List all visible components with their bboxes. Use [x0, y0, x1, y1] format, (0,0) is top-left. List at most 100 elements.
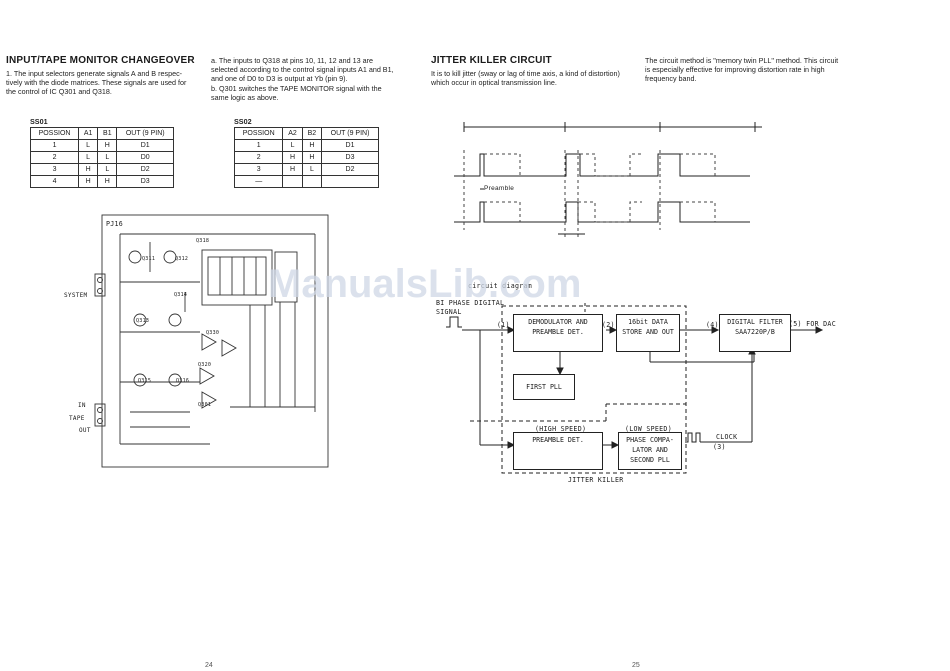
jitter-killer-label: JITTER KILLER — [568, 476, 624, 484]
node-label: (1) — [497, 321, 510, 329]
output-label: (5) FOR DAC — [789, 320, 836, 328]
header-cell: POSSION — [233, 127, 284, 140]
part-label: Q330 — [206, 330, 220, 336]
header-cell: B1 — [97, 127, 118, 140]
table-row: 2 L L D0 — [29, 151, 174, 164]
node-label: (2) — [602, 321, 615, 329]
cell: L — [78, 151, 99, 164]
part-label: Q311 — [142, 256, 156, 262]
node-label: (4) — [706, 321, 719, 329]
section-title-jitter: JITTER KILLER CIRCUIT — [431, 55, 552, 66]
schematic-border — [101, 214, 329, 468]
header-cell: OUT (9 PIN) — [116, 127, 174, 140]
node-label: (3) — [713, 443, 726, 451]
cell: 2 — [233, 151, 284, 164]
part-label: Q312 — [175, 256, 189, 262]
out-label: OUT — [79, 427, 91, 434]
header-cell: OUT (9 PIN) — [321, 127, 379, 140]
cell — [282, 175, 303, 188]
table-header-row: POSSION A1 B1 OUT (9 PIN) — [29, 127, 174, 140]
paragraph-item-a: a. The inputs to Q318 at pins 10, 11, 12… — [211, 56, 394, 83]
part-label: Q315 — [138, 378, 152, 384]
cell: L — [282, 139, 303, 152]
block-digital-filter: DIGITAL FILTER SAA7220P/B — [719, 314, 791, 352]
cell: 1 — [29, 139, 80, 152]
cell: L — [97, 163, 118, 176]
cell: 1 — [233, 139, 284, 152]
jitter-paragraph-1: It is to kill jitter (sway or lag of tim… — [431, 69, 620, 87]
jitter-paragraph-2: The circuit method is "memory twin PLL" … — [645, 56, 839, 83]
table-row: — — [233, 175, 379, 188]
cell: H — [301, 139, 323, 152]
cell: H — [97, 139, 118, 152]
header-cell: A2 — [282, 127, 303, 140]
preamble-label: Preamble — [484, 185, 515, 192]
cell: D0 — [116, 151, 174, 164]
header-cell: POSSION — [29, 127, 80, 140]
table-row: 1 L H D1 — [29, 139, 174, 152]
part-label: Q301 — [198, 402, 212, 408]
watermark: ManualsLib.com — [268, 262, 582, 306]
part-label: Q318 — [196, 238, 210, 244]
in-label: IN — [78, 402, 86, 409]
table-header-row: POSSION A2 B2 OUT (9 PIN) — [233, 127, 379, 140]
page-number-left: 24 — [205, 662, 213, 669]
table-row: 2 H H D3 — [233, 151, 379, 164]
cell: H — [301, 151, 323, 164]
cell: L — [78, 139, 99, 152]
diagram-title: circuit diagram — [468, 282, 533, 290]
schematic-pj16 — [94, 214, 329, 468]
cell — [301, 175, 323, 188]
table-row: 4 H H D3 — [29, 175, 174, 188]
schematic-label: PJ16 — [106, 220, 124, 228]
low-speed-label: (LOW SPEED) — [625, 425, 672, 433]
cell — [321, 175, 379, 188]
cell: L — [97, 151, 118, 164]
cell: H — [97, 175, 118, 188]
block-preamble-det: PREAMBLE DET. — [513, 432, 603, 470]
system-label: SYSTEM — [64, 292, 88, 299]
tape-label: TAPE — [69, 415, 85, 422]
block-demodulator: DEMODULATOR AND PREAMBLE DET. — [513, 314, 603, 352]
cell: H — [78, 175, 99, 188]
high-speed-label: (HIGH SPEED) — [535, 425, 587, 433]
table-ss01: POSSION A1 B1 OUT (9 PIN) 1 L H D1 2 L L… — [29, 127, 174, 188]
cell: D3 — [116, 175, 174, 188]
cell: 4 — [29, 175, 80, 188]
part-label: Q314 — [174, 292, 188, 298]
cell: 3 — [233, 163, 284, 176]
cell: D2 — [321, 163, 379, 176]
table-label-ss02: SS02 — [234, 117, 252, 126]
part-label: Q316 — [176, 378, 190, 384]
cell: 2 — [29, 151, 80, 164]
clock-label: CLOCK — [716, 433, 738, 441]
cell: H — [78, 163, 99, 176]
input-signal-label: BI PHASE DIGITAL SIGNAL — [436, 299, 505, 316]
cell: 3 — [29, 163, 80, 176]
section-title-input-tape: INPUT/TAPE MONITOR CHANGEOVER — [6, 55, 195, 66]
timing-diagram — [454, 122, 762, 240]
cell: D1 — [116, 139, 174, 152]
paragraph-item-b: b. Q301 switches the TAPE MONITOR signal… — [211, 84, 382, 102]
block-first-pll: FIRST PLL — [513, 374, 575, 400]
table-ss02: POSSION A2 B2 OUT (9 PIN) 1 L H D1 2 H H… — [233, 127, 379, 188]
block-phase-comparator: PHASE COMPA- LATOR AND SECOND PLL — [618, 432, 682, 470]
part-label: Q320 — [198, 362, 212, 368]
cell: L — [301, 163, 323, 176]
block-diagram — [446, 300, 824, 474]
cell: H — [282, 151, 303, 164]
block-data-store: 16bit DATA STORE AND OUT — [616, 314, 680, 352]
cell: — — [233, 175, 284, 188]
header-cell: B2 — [301, 127, 323, 140]
cell: H — [282, 163, 303, 176]
cell: D2 — [116, 163, 174, 176]
page-number-right: 25 — [632, 662, 640, 669]
part-label: Q313 — [136, 318, 150, 324]
table-row: 3 H L D2 — [233, 163, 379, 176]
header-cell: A1 — [78, 127, 99, 140]
cell: D3 — [321, 151, 379, 164]
table-row: 1 L H D1 — [233, 139, 379, 152]
table-label-ss01: SS01 — [30, 117, 48, 126]
cell: D1 — [321, 139, 379, 152]
paragraph-item-1: 1. The input selectors generate signals … — [6, 69, 187, 96]
